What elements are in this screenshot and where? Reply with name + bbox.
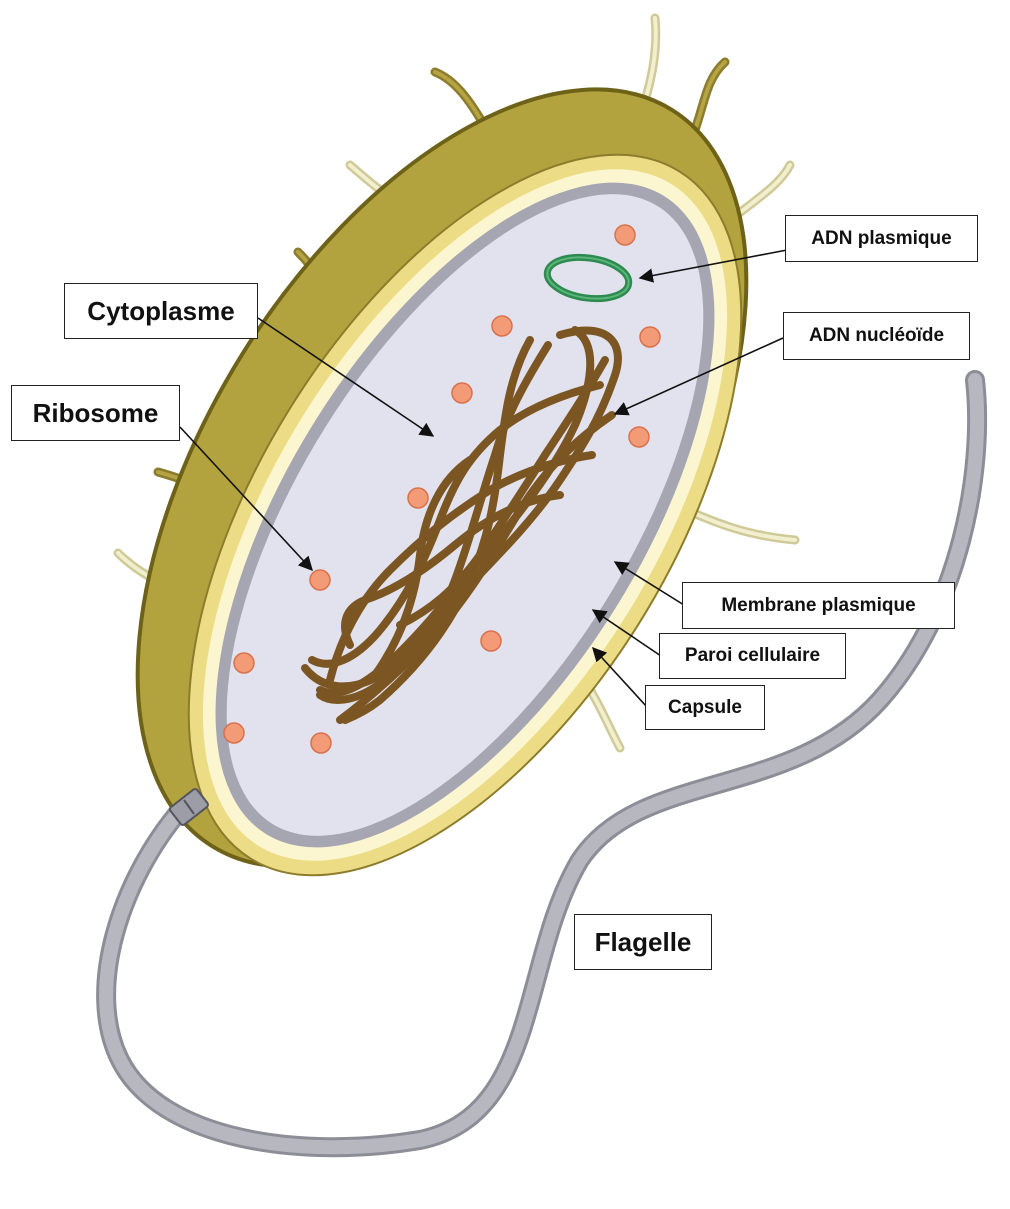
- label-adn-plasmique: ADN plasmique: [785, 215, 978, 262]
- leader-capsule: [592, 646, 648, 708]
- label-membrane-plasmique: Membrane plasmique: [682, 582, 955, 629]
- leader-paroi-cellulaire: [591, 609, 662, 657]
- leader-lines: [179, 249, 788, 708]
- label-ribosome: Ribosome: [11, 385, 180, 441]
- cytoplasm: [226, 194, 704, 836]
- leader-cytoplasme: [257, 317, 435, 437]
- leader-adn-nucleoide: [613, 337, 784, 416]
- ribosomes: [223, 224, 661, 754]
- flagellum: [96, 370, 988, 1158]
- leader-ribosome: [179, 426, 313, 572]
- label-adn-nucleoide: ADN nucléoïde: [783, 312, 970, 360]
- leader-membrane-plasmique: [613, 561, 685, 606]
- plasmid: [543, 253, 633, 303]
- label-paroi-cellulaire: Paroi cellulaire: [659, 633, 846, 679]
- nucleoid: [301, 326, 622, 724]
- leader-adn-plasmique: [638, 249, 788, 283]
- label-cytoplasme: Cytoplasme: [64, 283, 258, 339]
- label-flagelle: Flagelle: [574, 914, 712, 970]
- flagellum-hook: [169, 788, 209, 826]
- label-capsule: Capsule: [645, 685, 765, 730]
